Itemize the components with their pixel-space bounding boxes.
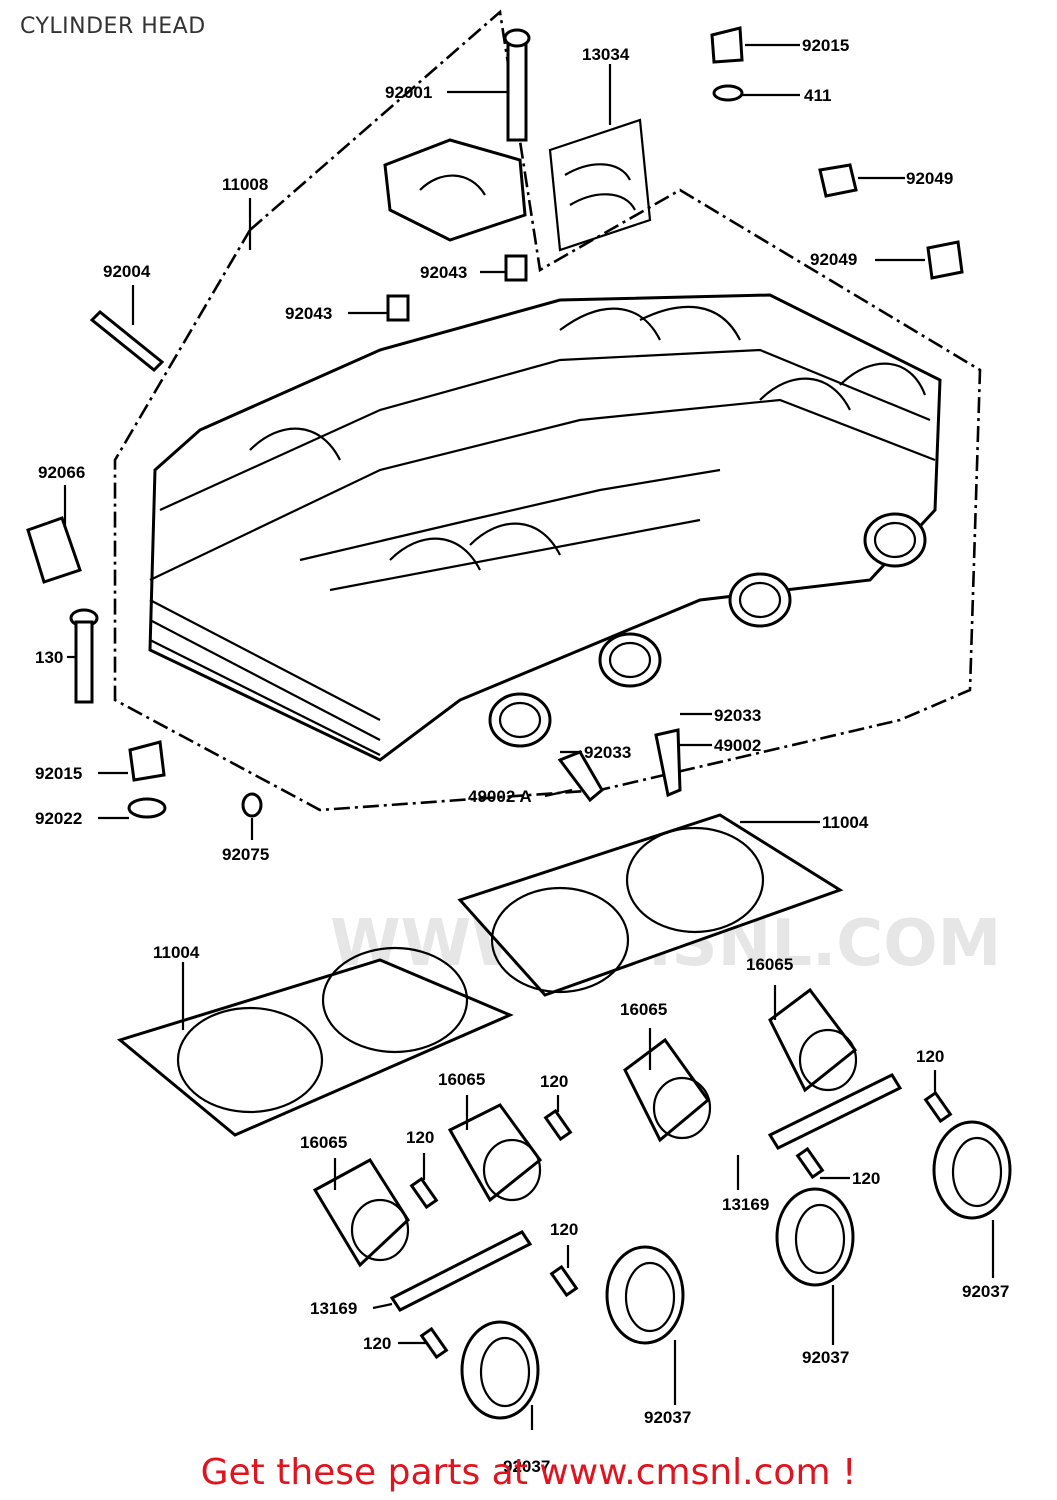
cylinder-head <box>148 293 942 762</box>
label-92037-b: 92037 <box>802 1348 849 1367</box>
label-92043-a: 92043 <box>420 263 467 282</box>
label-11004-right: 11004 <box>822 813 869 832</box>
label-92075: 92075 <box>222 845 269 864</box>
screw-120-a <box>409 1176 439 1210</box>
label-13034: 13034 <box>582 45 630 64</box>
label-13169-a: 13169 <box>722 1195 769 1214</box>
label-16065-c: 16065 <box>438 1070 485 1089</box>
plate-13169-a <box>389 1230 533 1312</box>
screw-120-d <box>419 1326 449 1360</box>
plug-92075 <box>241 792 263 818</box>
part-92066 <box>26 516 82 584</box>
clamp-92037-d <box>932 1120 1012 1220</box>
label-92022: 92022 <box>35 809 82 828</box>
cap-nut-92015-left <box>128 740 166 782</box>
label-16065-d: 16065 <box>300 1133 347 1152</box>
label-92049-b: 92049 <box>810 250 857 269</box>
label-411: 411 <box>804 86 831 105</box>
label-92037-a: 92037 <box>962 1282 1009 1301</box>
label-49002a: 49002 A <box>468 787 532 806</box>
washer-92022 <box>127 797 167 819</box>
label-92066: 92066 <box>38 463 85 482</box>
dowel-92043-b <box>386 294 410 322</box>
label-16065-b: 16065 <box>620 1000 667 1019</box>
bolt-92001 <box>503 28 531 142</box>
label-92037-d: 92037 <box>503 1457 550 1476</box>
clamp-92037-b <box>605 1245 685 1345</box>
assembly-boundary <box>113 9 982 812</box>
label-11004-left: 11004 <box>153 943 200 962</box>
label-120-e: 120 <box>550 1220 578 1239</box>
label-120-c: 120 <box>916 1047 944 1066</box>
label-92049-a: 92049 <box>906 169 953 188</box>
label-92037-c: 92037 <box>644 1408 691 1427</box>
label-92033-b: 92033 <box>584 743 631 762</box>
leader-lines <box>63 43 995 1430</box>
label-120-d: 120 <box>852 1169 880 1188</box>
clamp-92037-a <box>460 1320 540 1420</box>
label-120-b: 120 <box>406 1128 434 1147</box>
screw-120-c <box>549 1264 579 1298</box>
holder-16065-a <box>312 1158 410 1268</box>
clamp-92037-c <box>775 1187 855 1287</box>
page-title: CYLINDER HEAD <box>20 14 206 39</box>
label-92043-b: 92043 <box>285 304 332 323</box>
grommet-92049-lower <box>926 240 964 280</box>
plug-49002 <box>654 728 682 798</box>
label-92004: 92004 <box>103 262 151 281</box>
label-92001: 92001 <box>385 83 432 102</box>
screw-120-f <box>923 1090 953 1124</box>
holder-16065-d <box>768 987 858 1093</box>
label-11008: 11008 <box>222 175 268 194</box>
label-49002: 49002 <box>714 736 761 755</box>
label-92033-a: 92033 <box>714 706 761 725</box>
plate-13169-b <box>767 1073 903 1150</box>
label-16065-a: 16065 <box>746 955 793 974</box>
gasket-11004-right <box>457 813 844 997</box>
plug-49002a <box>557 750 604 803</box>
label-92015-left: 92015 <box>35 764 82 783</box>
bearing-insert-13034 <box>548 118 652 252</box>
label-120-f: 120 <box>363 1334 391 1353</box>
label-130: 130 <box>35 648 63 667</box>
holder-16065-c <box>623 1037 712 1143</box>
bolt-130 <box>69 608 99 704</box>
dowel-92043-a <box>504 254 528 282</box>
label-120-a: 120 <box>540 1072 568 1091</box>
gasket-11004-left <box>116 946 514 1137</box>
camshaft-cap <box>383 138 527 242</box>
footer-link-text[interactable]: Get these parts at www.cmsnl.com ! <box>200 1452 857 1493</box>
grommet-92049-upper <box>818 163 858 198</box>
cap-nut-92015-top <box>710 26 744 102</box>
stud-92004 <box>89 309 165 373</box>
screw-120-e <box>795 1146 825 1180</box>
label-92015-top: 92015 <box>802 36 849 55</box>
label-13169-b: 13169 <box>310 1299 357 1318</box>
holder-16065-b <box>447 1103 543 1203</box>
screw-120-b <box>543 1108 573 1142</box>
